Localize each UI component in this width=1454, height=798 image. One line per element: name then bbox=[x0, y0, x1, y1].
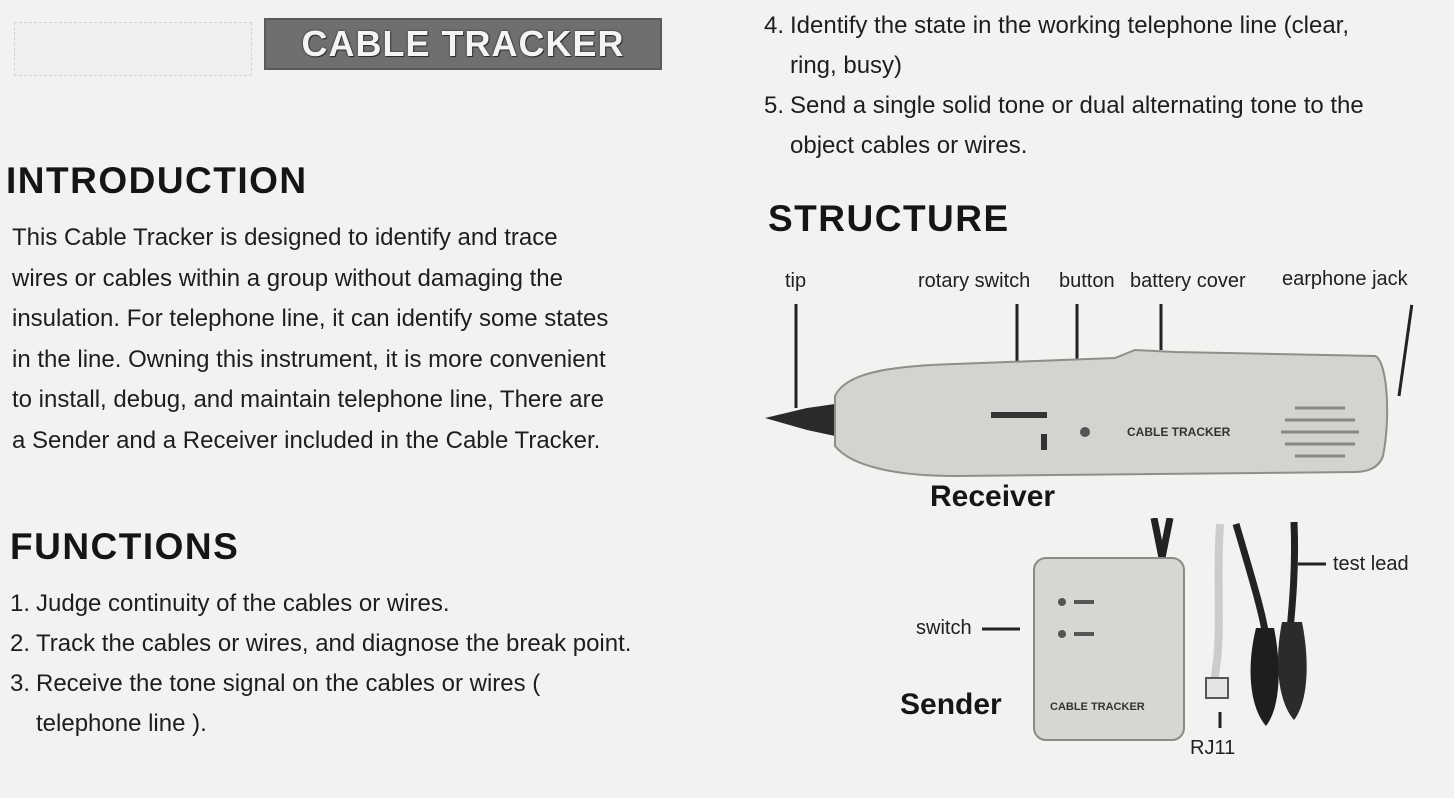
receiver-tip bbox=[765, 404, 835, 436]
intro-line: insulation. For telephone line, it can i… bbox=[12, 305, 609, 332]
functions-heading: FUNCTIONS bbox=[10, 526, 240, 567]
function-item: 4.Identify the state in the working tele… bbox=[764, 12, 1350, 79]
introduction-paragraph: This Cable Tracker is designed to identi… bbox=[12, 218, 608, 461]
sender-switch-marks bbox=[1058, 598, 1094, 638]
function-item: 1.Judge continuity of the cables or wire… bbox=[10, 590, 450, 617]
leader-earphone-jack bbox=[1397, 304, 1414, 397]
sender-name: Sender bbox=[900, 688, 1002, 721]
rj11-cord bbox=[1210, 523, 1224, 687]
functions-list-left: 1.Judge continuity of the cables or wire… bbox=[10, 584, 650, 744]
label-test-lead: test lead bbox=[1333, 553, 1409, 575]
intro-line: a Sender and a Receiver included in the … bbox=[12, 426, 601, 454]
leader-switch bbox=[982, 627, 1020, 631]
banner-title: CABLE TRACKER bbox=[264, 18, 662, 70]
alligator-clip-1 bbox=[1250, 628, 1279, 726]
receiver-button bbox=[1080, 427, 1090, 437]
test-lead-wire-2 bbox=[1286, 521, 1299, 631]
sender-box bbox=[1033, 557, 1185, 741]
intro-line: This Cable Tracker is designed to identi… bbox=[12, 224, 558, 251]
label-rj11: RJ11 bbox=[1190, 737, 1236, 759]
test-lead-wire-1 bbox=[1232, 523, 1270, 639]
function-item: 2.Track the cables or wires, and diagnos… bbox=[10, 630, 632, 657]
banner-blank-box bbox=[14, 22, 252, 76]
rotary-switch bbox=[991, 412, 1047, 418]
receiver-name: Receiver bbox=[930, 480, 1056, 513]
rotary-switch-mark bbox=[1041, 434, 1047, 450]
receiver-body bbox=[834, 348, 1389, 478]
receiver-print: CABLE TRACKER bbox=[1127, 425, 1231, 439]
sender-illustration: CABLE TRACKER bbox=[1033, 518, 1326, 741]
sender-print: CABLE TRACKER bbox=[1050, 701, 1145, 713]
label-earphone-jack: earphone jack bbox=[1282, 268, 1408, 290]
speaker-grille bbox=[1281, 406, 1359, 458]
structure-heading: STRUCTURE bbox=[768, 198, 1010, 239]
function-item: 5.Send a single solid tone or dual alter… bbox=[764, 92, 1364, 159]
functions-list-right: 4.Identify the state in the working tele… bbox=[764, 6, 1424, 166]
intro-line: wires or cables within a group without d… bbox=[12, 264, 563, 292]
alligator-clip-2 bbox=[1278, 622, 1307, 720]
label-tip: tip bbox=[785, 270, 807, 292]
label-switch: switch bbox=[916, 617, 972, 639]
receiver-illustration: CABLE TRACKER bbox=[765, 304, 1414, 478]
function-item: 3.Receive the tone signal on the cables … bbox=[10, 670, 541, 737]
banner-title-text: CABLE TRACKER bbox=[301, 23, 625, 64]
label-battery-cover: battery cover bbox=[1130, 270, 1246, 292]
label-button: button bbox=[1059, 270, 1115, 292]
intro-line: in the line. Owning this instrument, it … bbox=[12, 345, 606, 373]
sender-cable bbox=[1150, 518, 1174, 559]
intro-line: to install, debug, and maintain telephon… bbox=[12, 386, 604, 413]
rj11-plug bbox=[1205, 677, 1229, 699]
label-rotary-switch: rotary switch bbox=[918, 270, 1031, 292]
introduction-heading: INTRODUCTION bbox=[6, 160, 308, 201]
